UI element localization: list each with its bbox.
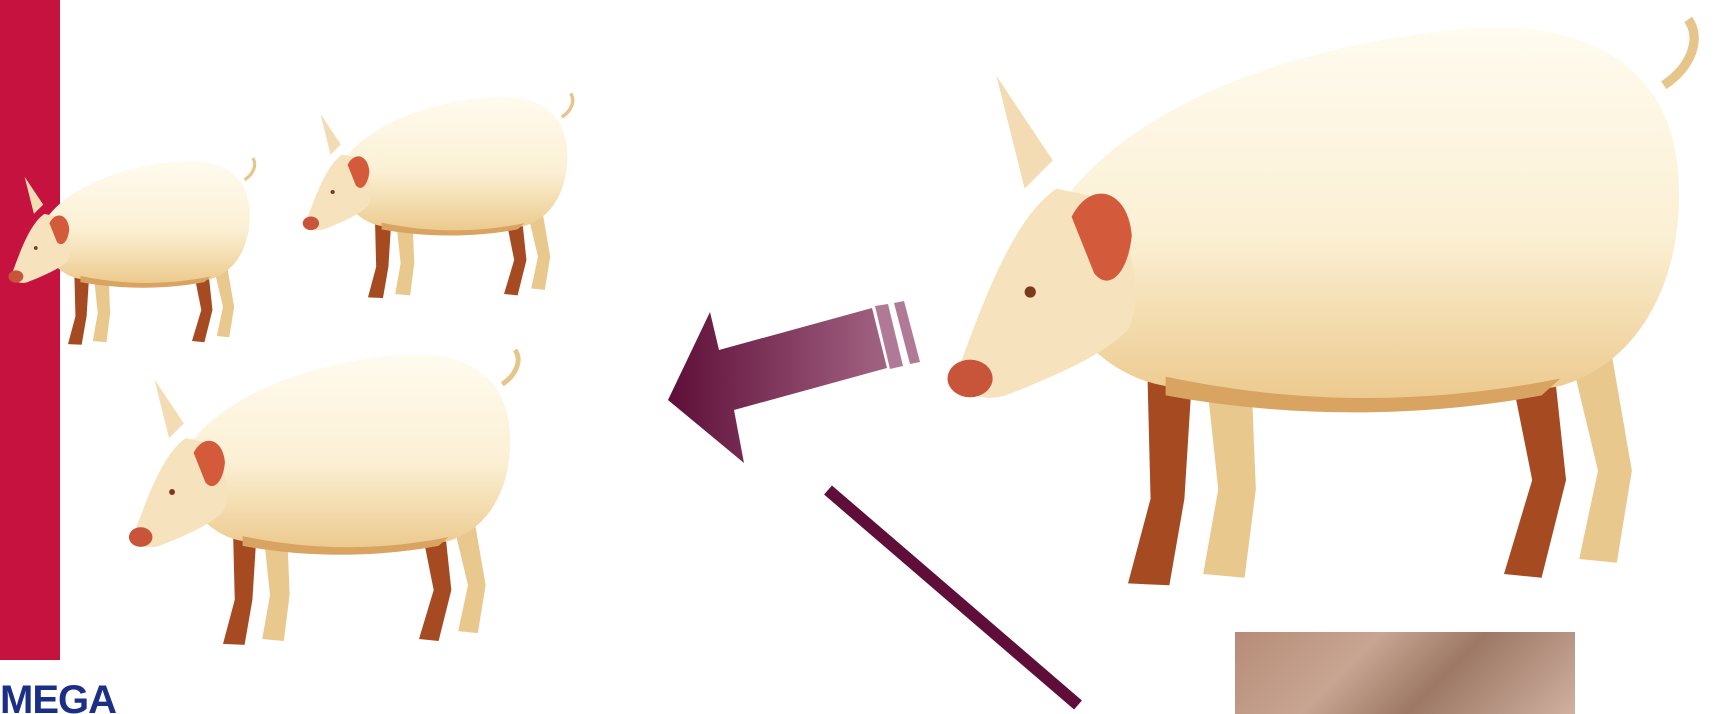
small-pig-2-image	[303, 93, 573, 298]
logo-text: MEGA	[0, 680, 116, 714]
diagonal-connector-line	[828, 490, 1078, 705]
small-pig-3-image	[129, 350, 518, 645]
left-arrow-icon	[668, 301, 920, 463]
photo-thumbnail-image	[1235, 632, 1575, 714]
large-boar-image	[948, 19, 1695, 585]
small-pig-1-image	[8, 158, 254, 345]
